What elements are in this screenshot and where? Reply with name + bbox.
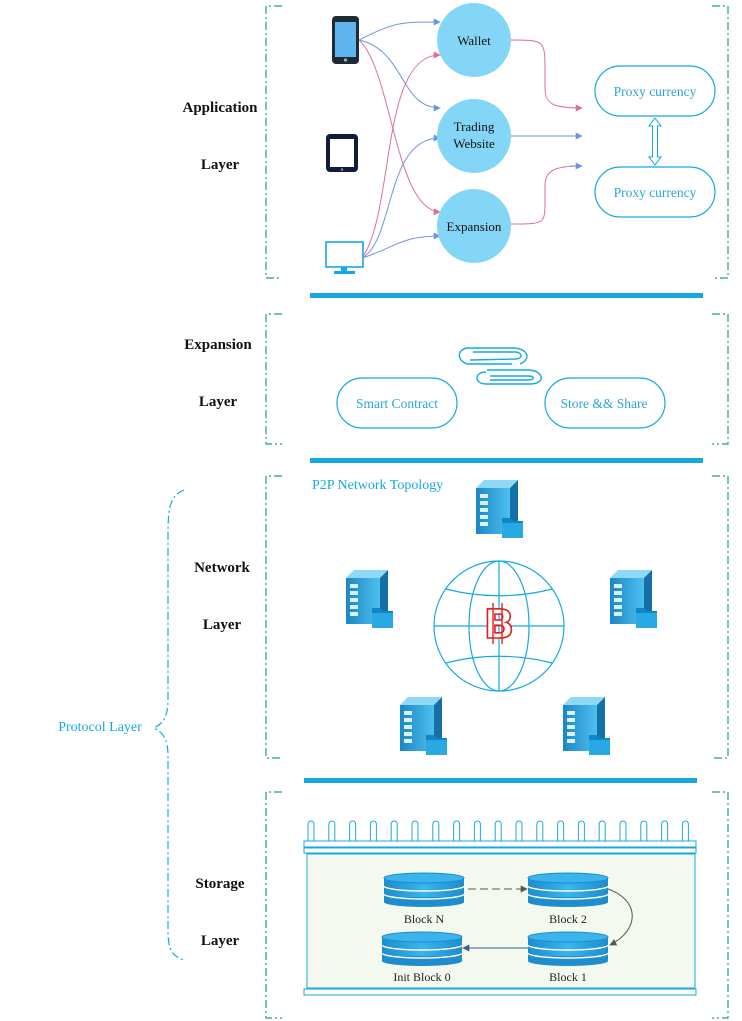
network-layer-label-line2: Layer [202,617,242,633]
expansion-frame-left [265,313,282,445]
proxy-arrows [510,39,583,225]
proxy-currency-top-pill [594,65,716,117]
server-bottom-left-icon [400,697,447,755]
trading-website-label-line2: Website [453,136,495,151]
separator-bar-3 [304,778,697,783]
wallet-node-label: Wallet [457,33,491,48]
storage-frame-right [712,791,729,1019]
network-frame-right [712,475,729,759]
application-frame-right [712,5,729,279]
p2p-network-title: P2P Network Topology [312,478,443,493]
expansion-node [437,189,511,263]
block-1-cylinder [527,931,609,966]
bitcoin-icon: B [483,601,515,649]
tablet-icon [326,134,358,172]
block-n-cylinder [383,872,465,907]
block-2-label: Block 2 [549,912,587,926]
store-share-label: Store && Share [561,396,648,411]
storage-layer-label-line2: Layer [200,933,240,949]
proxy-currency-bottom-label: Proxy currency [614,185,697,200]
wallet-node [437,3,511,77]
block-cylinders [381,872,609,966]
server-left-icon [346,570,393,628]
storage-top-strip [303,847,697,854]
block-1-label: Block 1 [549,970,587,984]
network-frame-left [265,475,282,759]
expansion-layer-label-line2: Layer [198,394,238,410]
block-n-label: Block N [404,912,445,926]
storage-panel [303,820,697,996]
proxy-currency-top-label: Proxy currency [614,84,697,99]
init-block-0-cylinder [381,931,463,966]
server-right-icon [610,570,657,628]
binder-rings [307,820,689,846]
protocol-brace [152,489,185,961]
storage-frame-left [265,791,282,1019]
protocol-layer-label: Protocol Layer [58,720,142,735]
init-block-0-label: Init Block 0 [393,970,450,984]
trading-website-node [437,99,511,173]
smart-contract-pill [336,377,458,429]
expansion-node-label: Expansion [447,219,502,234]
separator-bar-1 [310,293,703,298]
application-frame-left [265,5,282,279]
section-frames [265,5,729,1019]
block-2-to-block-1-arrow [607,888,633,946]
application-layer-label: Application Layer [160,100,280,174]
smartphone-icon [332,16,359,64]
store-share-pill [544,377,666,429]
storage-layer-label: Storage Layer [160,876,280,950]
storage-background [306,853,696,989]
smart-contract-label: Smart Contract [356,396,438,411]
trading-website-label-line1: Trading [454,119,495,134]
globe-icon [433,560,565,692]
device-arrows [358,18,441,259]
proxy-currency-bottom-pill [594,166,716,218]
network-layer-label-line1: Network [194,560,250,576]
block-2-cylinder [527,872,609,907]
expansion-layer-label-line1: Expansion [184,337,252,353]
storage-bottom-rail [303,988,697,996]
storage-top-rail [303,840,697,848]
servers [346,480,657,755]
server-top-icon [476,480,523,538]
desktop-monitor-icon [325,241,364,274]
double-arrow-icon [648,117,662,166]
expansion-layer-label: Expansion Layer [158,337,278,411]
chain-link-icon [458,347,542,385]
storage-layer-label-line1: Storage [195,876,245,892]
svg-text:B: B [484,602,515,648]
application-layer-label-line2: Layer [200,157,240,173]
separator-bar-2 [310,458,703,463]
application-layer-label-line1: Application [182,100,258,116]
expansion-frame-right [712,313,729,445]
server-bottom-right-icon [563,697,610,755]
network-layer-label: Network Layer [162,560,282,634]
